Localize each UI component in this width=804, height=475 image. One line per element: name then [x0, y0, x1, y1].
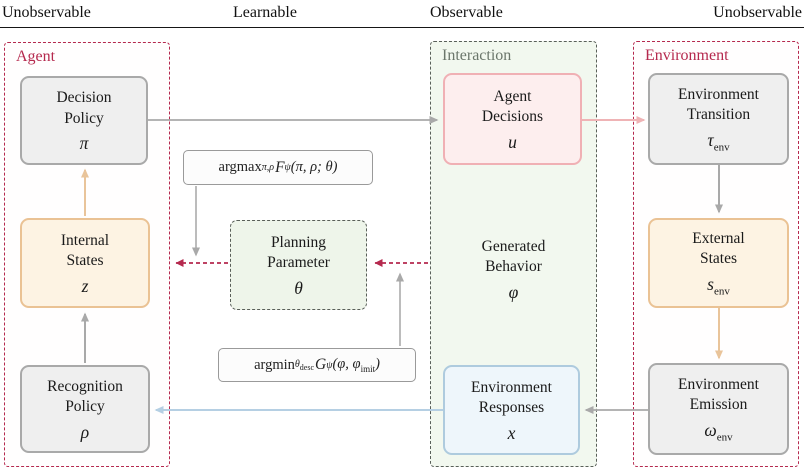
node-label: Policy — [65, 398, 105, 416]
node-label: Agent — [493, 87, 532, 105]
environment-responses-node: Environment Responses x — [443, 365, 580, 455]
agent-region-label: Agent — [16, 48, 56, 65]
header-divider-line — [0, 27, 804, 28]
node-symbol: senv — [707, 273, 730, 298]
column-label-unobservable-right: Unobservable — [713, 4, 802, 21]
external-states-node: External States senv — [648, 218, 789, 308]
node-symbol: ρ — [80, 421, 90, 442]
node-symbol: π — [79, 133, 89, 154]
node-symbol: u — [508, 131, 517, 152]
recognition-policy-node: Recognition Policy ρ — [20, 365, 150, 453]
node-label: Decisions — [481, 108, 544, 126]
column-label-observable: Observable — [430, 4, 503, 21]
node-symbol: ωenv — [704, 419, 733, 444]
node-label: Decision — [56, 89, 112, 107]
internal-states-node: Internal States z — [20, 218, 150, 308]
node-label: Environment — [678, 85, 759, 103]
column-label-unobservable-left: Unobservable — [2, 4, 91, 21]
agent-decisions-node: Agent Decisions u — [443, 73, 582, 165]
node-label: External — [692, 229, 745, 247]
node-label: Recognition — [47, 377, 123, 395]
planning-parameter-node: Planning Parameter θ — [230, 220, 367, 310]
interaction-region-label: Interaction — [442, 47, 512, 64]
environment-emission-node: Environment Emission ωenv — [648, 363, 789, 455]
generated-behavior-node: Generated Behavior φ — [430, 226, 597, 312]
node-symbol: τenv — [707, 129, 730, 154]
node-symbol: θ — [294, 277, 303, 298]
node-symbol: x — [507, 422, 516, 443]
node-label: Behavior — [485, 258, 542, 276]
node-label: Emission — [689, 396, 748, 414]
node-label: Internal — [60, 231, 110, 249]
node-label: States — [699, 250, 738, 268]
environment-transition-node: Environment Transition τenv — [648, 73, 789, 165]
environment-region-label: Environment — [645, 47, 729, 64]
node-label: States — [66, 252, 104, 270]
node-label: Environment — [678, 375, 759, 393]
node-symbol: φ — [508, 281, 519, 302]
node-symbol: z — [81, 275, 89, 296]
node-label: Policy — [64, 109, 104, 127]
node-label: Transition — [686, 106, 751, 124]
decision-policy-node: Decision Policy π — [20, 76, 148, 165]
node-label: Planning — [270, 233, 327, 251]
column-label-learnable: Learnable — [233, 4, 297, 21]
node-label: Generated — [481, 237, 546, 255]
node-label: Responses — [478, 399, 545, 417]
node-label: Parameter — [267, 254, 330, 272]
node-label: Environment — [471, 378, 552, 396]
